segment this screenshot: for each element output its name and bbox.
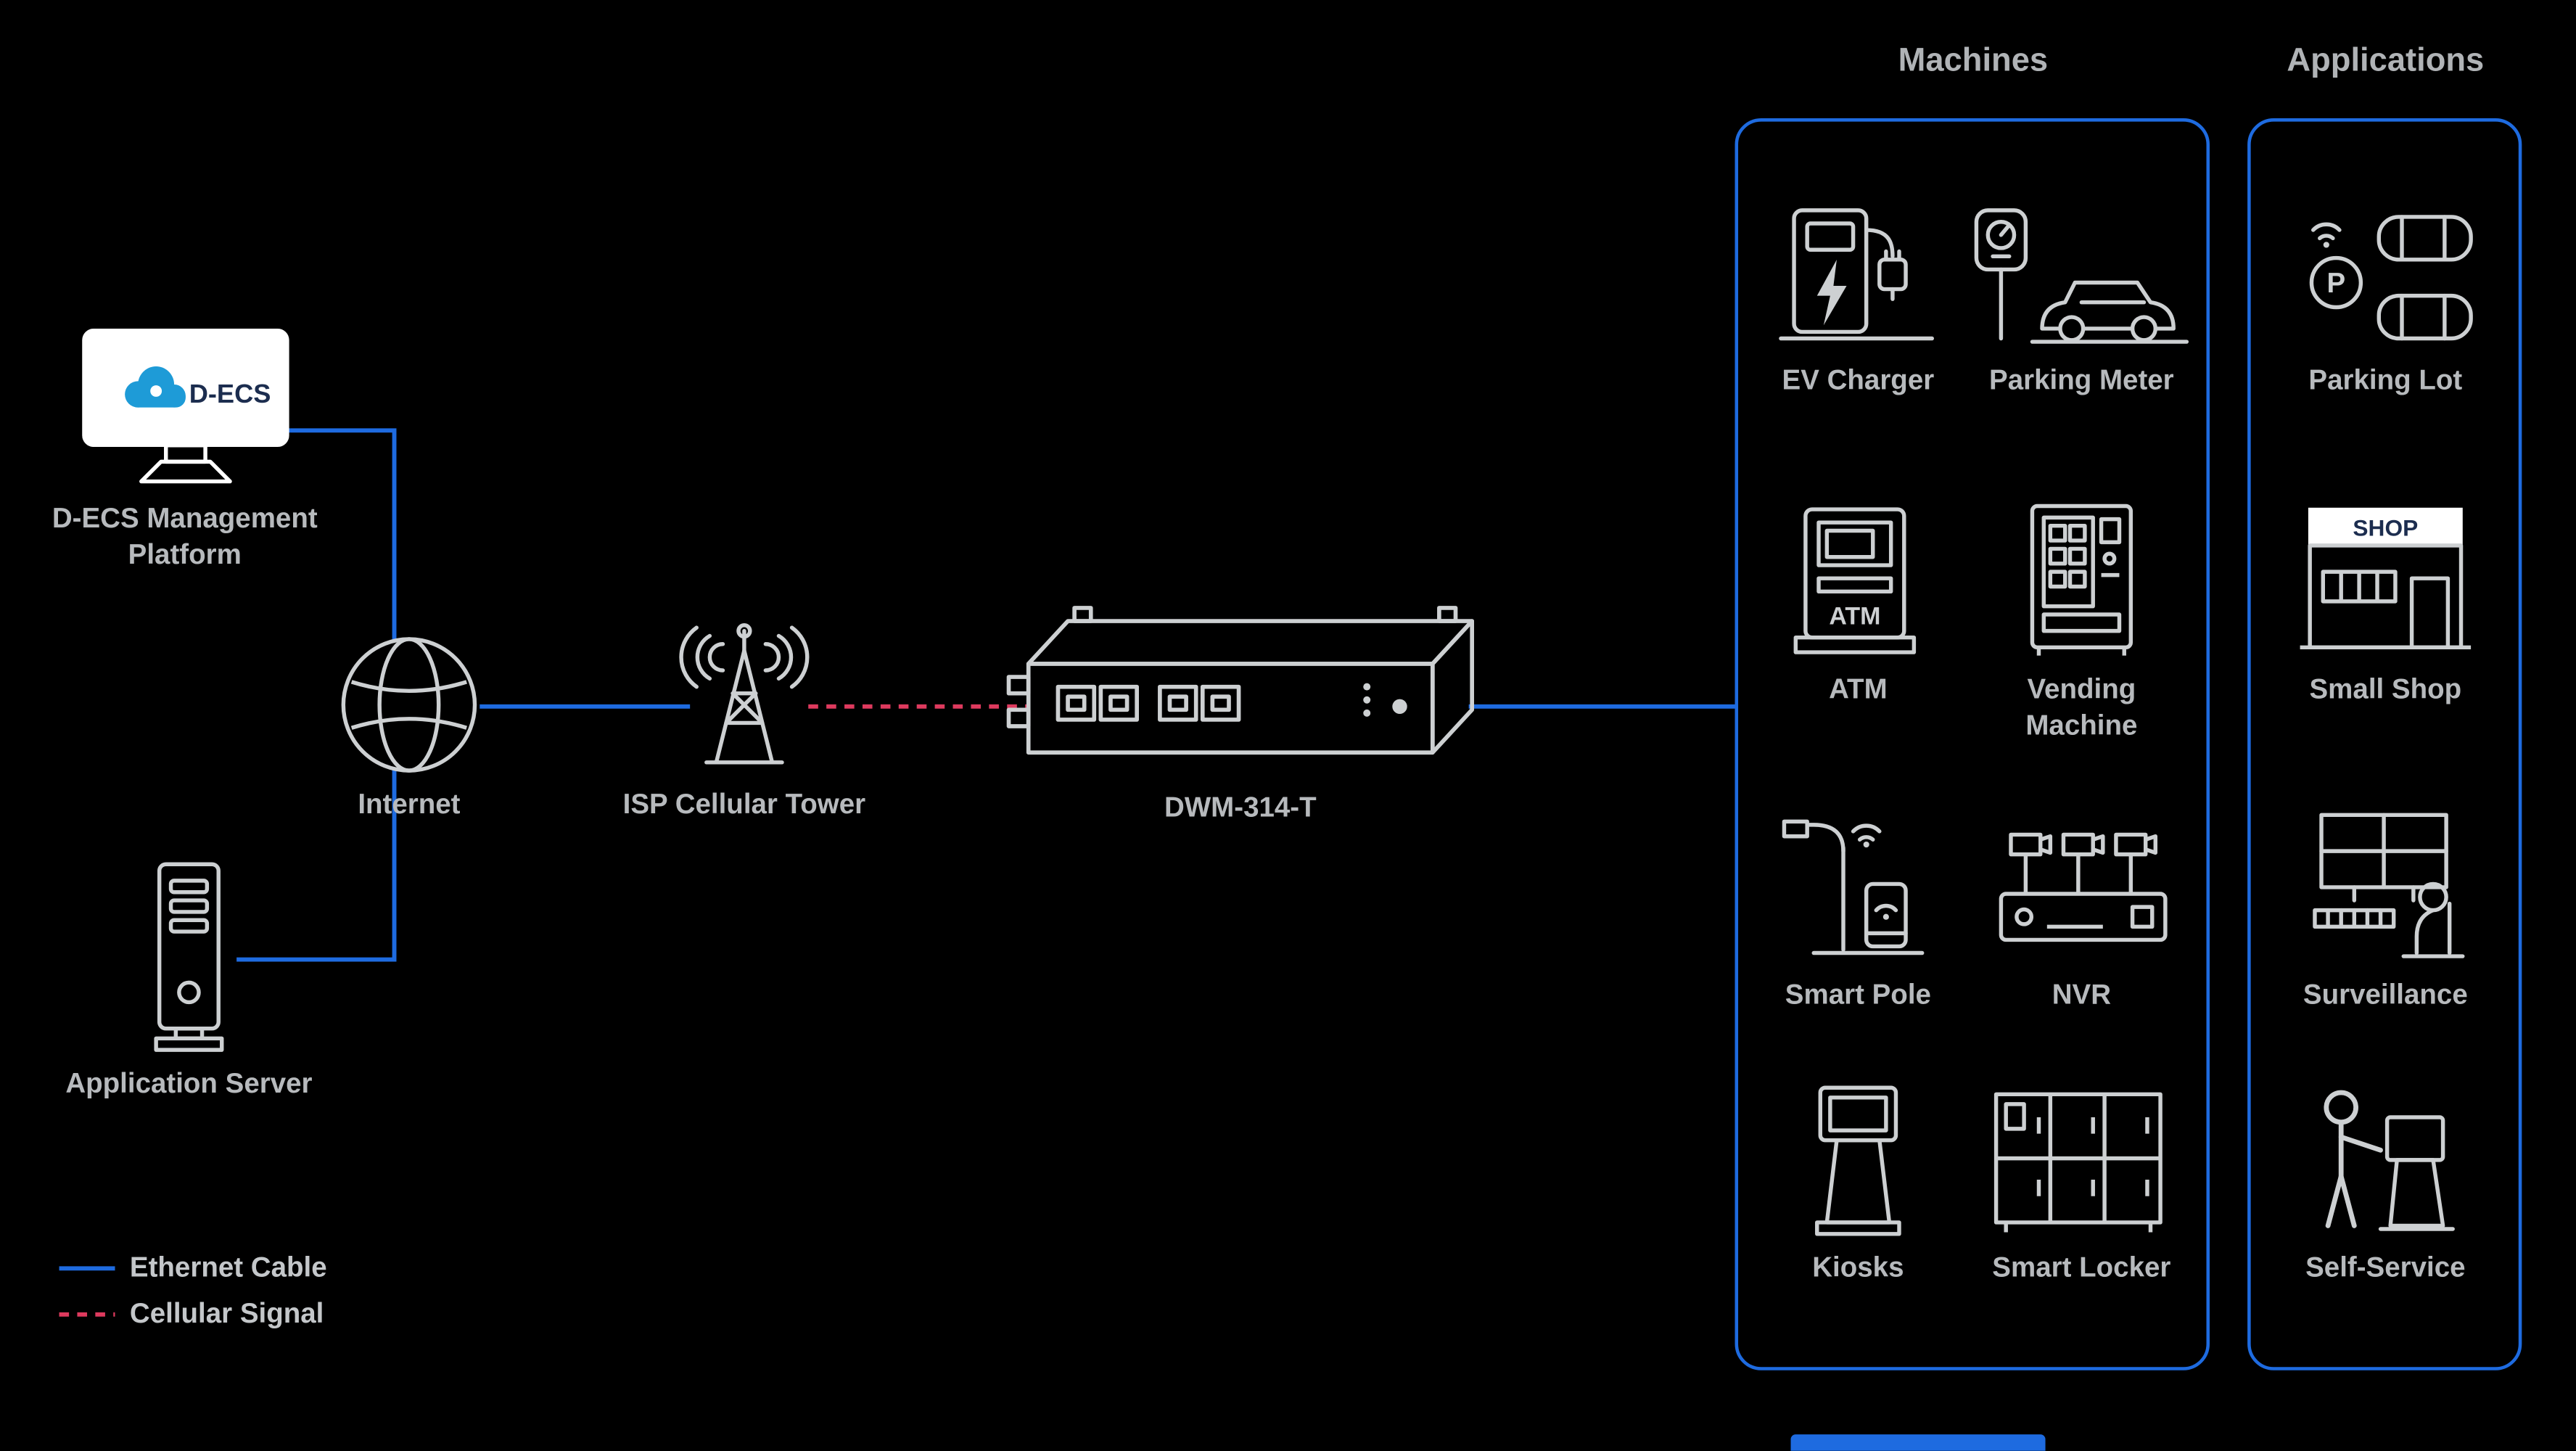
legend-cellular-label: Cellular Signal (129, 1298, 324, 1330)
machine-item-label: Smart Pole (1785, 979, 1931, 1011)
application-item-surveillance: Surveillance (2258, 808, 2514, 1014)
legend-ethernet-label: Ethernet Cable (129, 1251, 327, 1283)
machine-item-vending-machine: Vending Machine (1983, 503, 2180, 744)
decs-node: D-ECS D-ECS Management Platform (17, 325, 353, 573)
machine-item-label: Parking Meter (1989, 364, 2174, 396)
machine-item-smart-locker: Smart Locker (1983, 1081, 2180, 1286)
application-item-parking-lot: P Parking Lot (2258, 194, 2514, 399)
machine-item-label: EV Charger (1782, 364, 1935, 396)
machine-item-kiosks: Kiosks (1751, 1081, 1964, 1286)
application-item-label: Surveillance (2303, 979, 2468, 1011)
applications-title: Applications (2287, 42, 2485, 79)
small-shop-icon: SHOP (2300, 507, 2472, 650)
machine-item-parking-meter: Parking Meter (1959, 194, 2205, 399)
kiosk-icon (1814, 1085, 1901, 1236)
machine-item-nvr: NVR (1959, 808, 2205, 1014)
ethernet-line-decs-internet (282, 428, 397, 707)
legend: Ethernet Cable Cellular Signal (59, 1246, 327, 1338)
smart-locker-icon (1993, 1092, 2163, 1233)
applications-box (2247, 118, 2522, 1370)
machines-box (1735, 118, 2210, 1370)
vending-machine-icon (2030, 503, 2133, 656)
machine-item-label: ATM (1829, 673, 1888, 705)
app-server-label: Application Server (65, 1068, 313, 1100)
surveillance-icon (2312, 813, 2464, 958)
machine-item-label: Smart Locker (1992, 1251, 2171, 1283)
router-label: DWM-314-T (1164, 792, 1317, 823)
legend-ethernet-row: Ethernet Cable (59, 1246, 327, 1291)
cellular-line-sample (59, 1312, 115, 1317)
atm-icon: ATM (1793, 507, 1917, 654)
machines-title: Machines (1898, 42, 2049, 79)
decs-label: D-ECS Management Platform (52, 502, 318, 571)
application-item-label: Small Shop (2309, 673, 2462, 705)
machine-item-smart-pole: Smart Pole (1751, 808, 1964, 1014)
parking-lot-icon: P (2309, 215, 2473, 341)
ev-charger-icon (1779, 208, 1935, 341)
machine-item-ev-charger: EV Charger (1751, 194, 1964, 399)
parking-meter-icon (1974, 208, 2189, 344)
decs-monitor-icon: D-ECS (81, 328, 289, 484)
internet-label: Internet (358, 789, 461, 821)
application-item-small-shop: SHOP Small Shop (2258, 503, 2514, 708)
app-server-node: Application Server (49, 861, 329, 1103)
application-item-self-service: Self-Service (2258, 1081, 2514, 1286)
internet-node: Internet (329, 634, 490, 823)
application-item-label: Self-Service (2305, 1251, 2466, 1283)
parking-lot-icon-text: P (2327, 268, 2346, 299)
ethernet-line-sample (59, 1266, 115, 1271)
machine-item-label: Vending Machine (2025, 673, 2138, 741)
machine-item-label: Kiosks (1812, 1251, 1904, 1283)
machine-item-label: NVR (2052, 979, 2112, 1011)
shop-sign-text: SHOP (2353, 514, 2418, 540)
application-item-label: Parking Lot (2308, 364, 2463, 396)
tower-label: ISP Cellular Tower (622, 789, 866, 821)
smart-pole-icon (1781, 819, 1924, 955)
nvr-icon (1998, 832, 2167, 942)
bottom-blue-bar (1790, 1434, 2046, 1451)
router-device-icon (1006, 606, 1475, 755)
cellular-tower-icon (679, 623, 810, 765)
tower-node: ISP Cellular Tower (596, 618, 892, 823)
machine-item-atm: ATM ATM (1751, 503, 1964, 708)
legend-cellular-row: Cellular Signal (59, 1291, 327, 1337)
application-server-icon (154, 862, 224, 1052)
decs-screen-text: D-ECS (189, 379, 271, 408)
router-node: DWM-314-T (1002, 604, 1478, 826)
internet-globe-icon (341, 637, 477, 773)
ethernet-line-server-internet (236, 706, 397, 962)
atm-icon-text: ATM (1829, 603, 1880, 630)
self-service-icon (2323, 1090, 2454, 1231)
